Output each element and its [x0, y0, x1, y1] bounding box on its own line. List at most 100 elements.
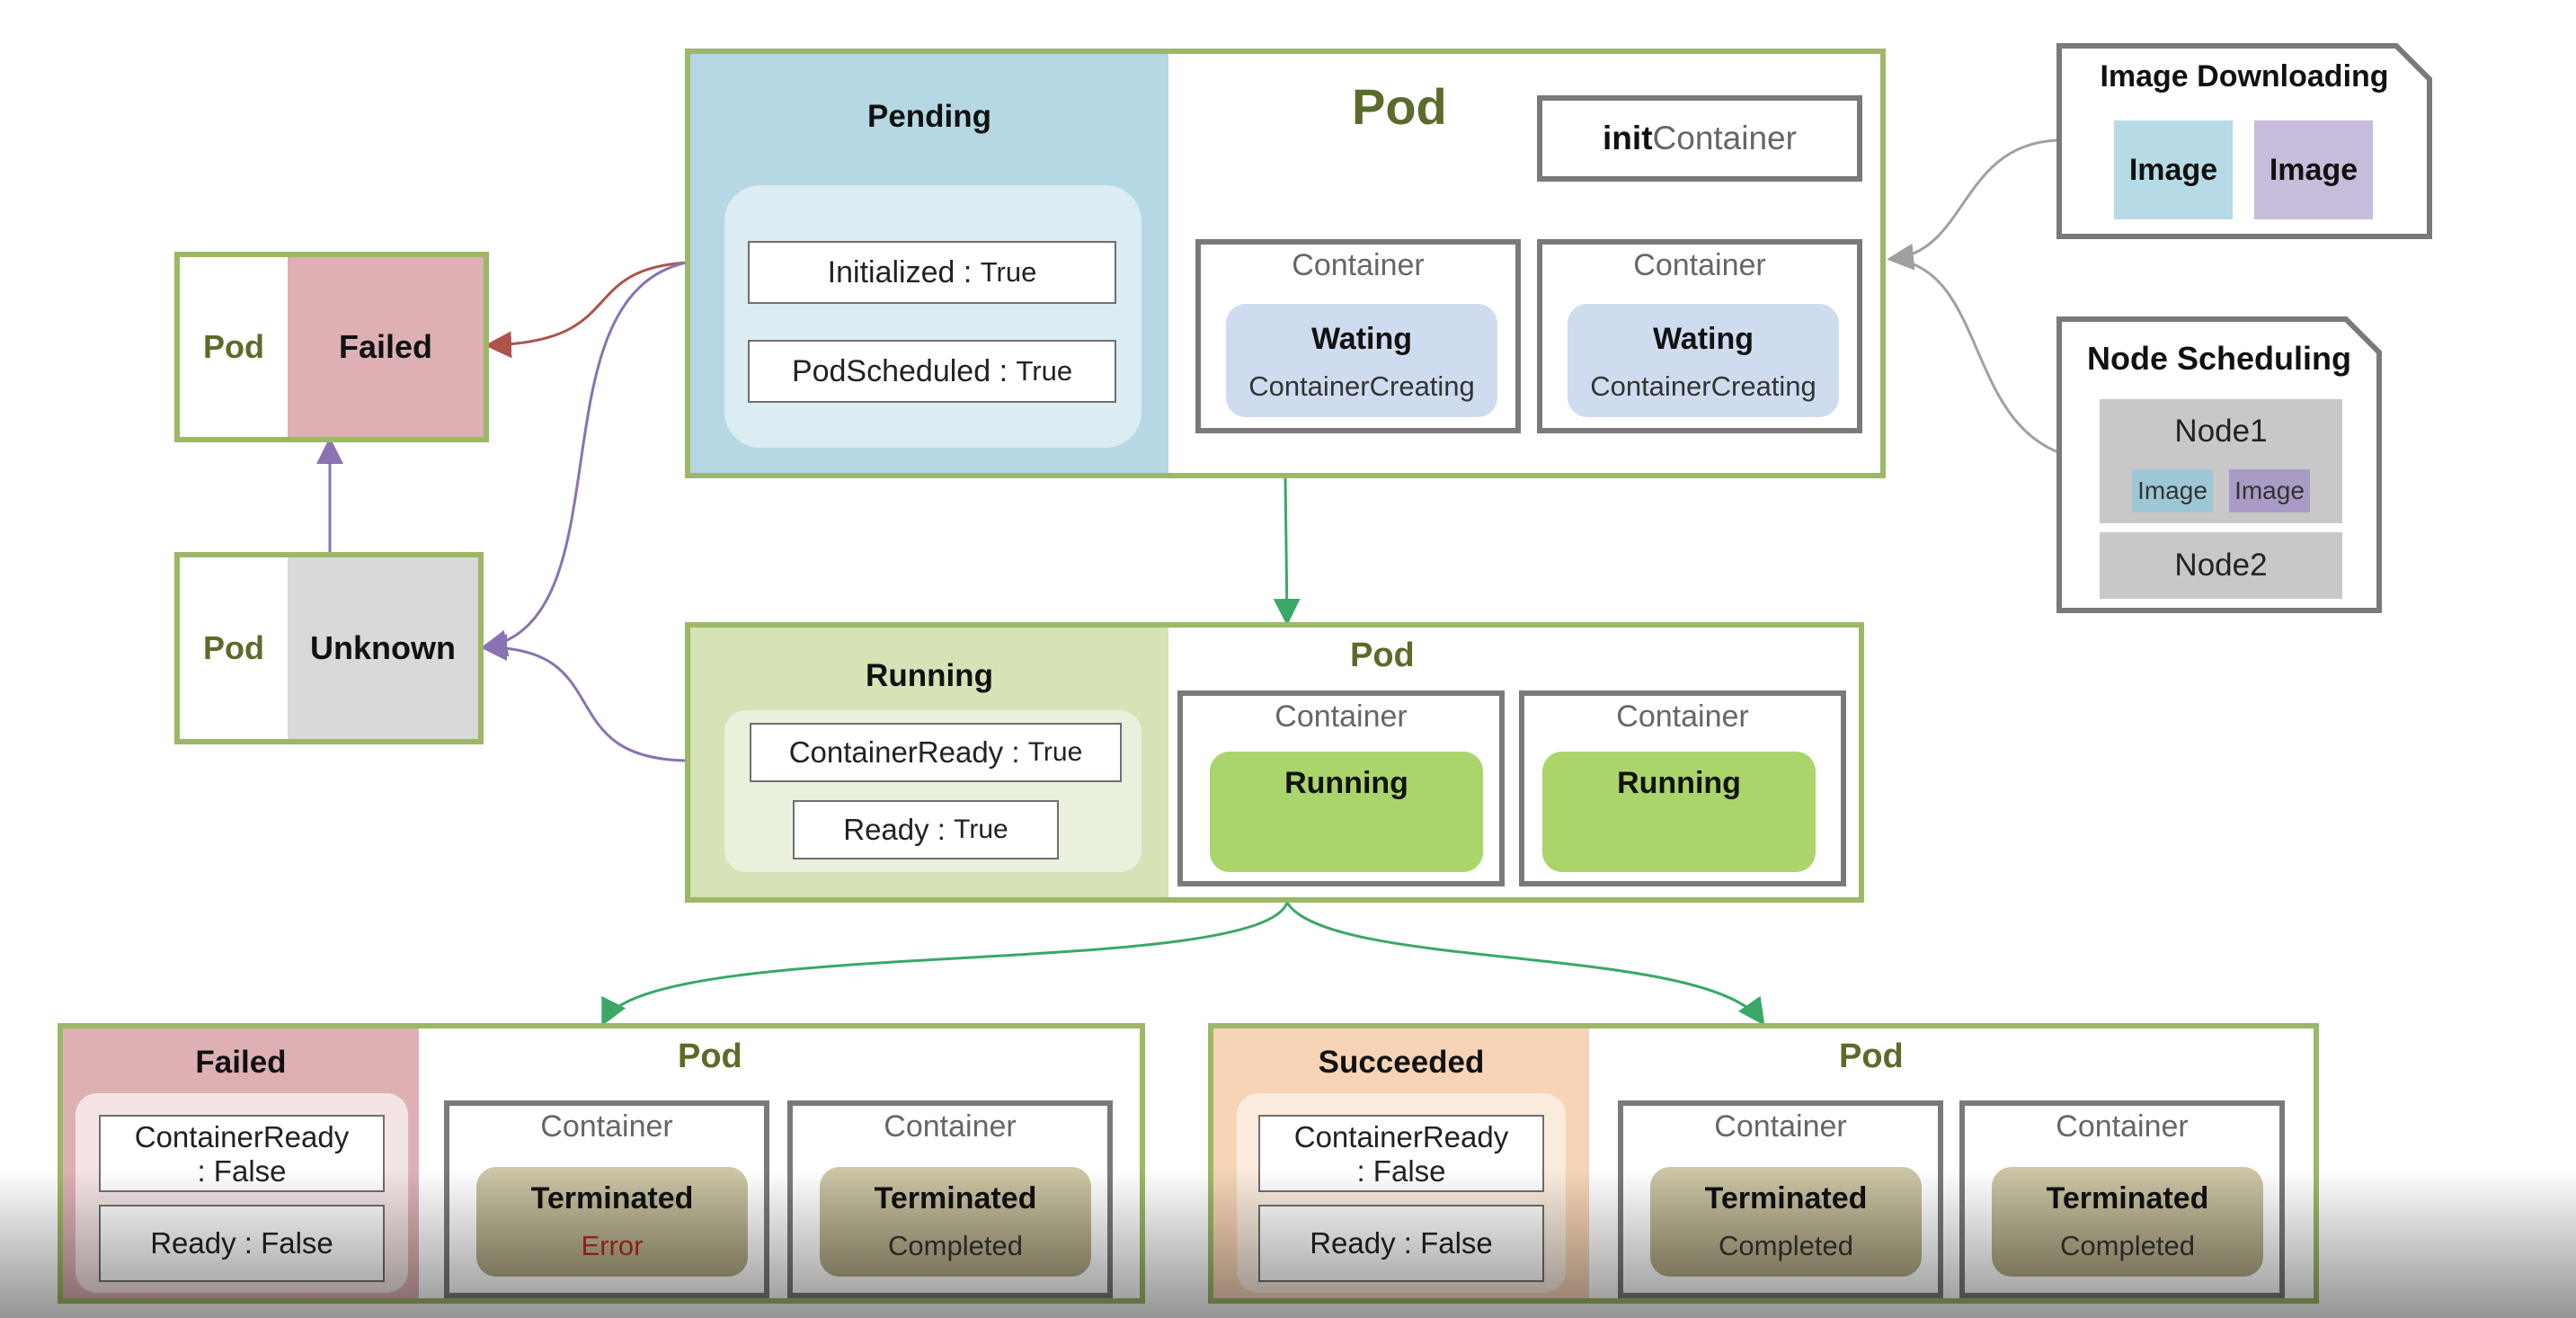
condition-ready: Ready : True	[793, 800, 1059, 859]
pending-pod-box: Pending Initialized : True PodScheduled …	[685, 49, 1886, 478]
failed-pod-bottom-box: Failed ContainerReady : False Ready : Fa…	[58, 1023, 1145, 1304]
container-state-pill: Terminated Completed	[820, 1167, 1091, 1277]
container-title: Container	[1275, 699, 1408, 734]
container-state-pill: Running	[1542, 752, 1816, 872]
container-state-pill: Wating ContainerCreating	[1226, 304, 1497, 417]
condition-name: ContainerReady	[1293, 1120, 1509, 1153]
succeeded-pod-box: Succeeded ContainerReady : False Ready :…	[1208, 1023, 2319, 1304]
node1-box: Node1 Image Image	[2100, 399, 2342, 523]
unknown-pod-label: Pod	[203, 629, 264, 666]
succeeded-container-1: Container Terminated Completed	[1618, 1100, 1943, 1298]
node1-image-2: Image	[2229, 469, 2310, 512]
condition-name: Ready	[1310, 1226, 1396, 1260]
failed-phase-label: Failed	[195, 1045, 287, 1080]
failed-container-1: Container Terminated Error	[444, 1100, 769, 1298]
unknown-status: Unknown	[288, 557, 478, 739]
condition-name: Ready	[843, 813, 929, 846]
condition-value: True	[980, 256, 1037, 288]
image-downloading-title: Image Downloading	[2100, 59, 2389, 94]
condition-value: False	[1420, 1226, 1493, 1260]
failed-top-pod-label: Pod	[203, 328, 264, 365]
node-scheduling-box: Node Scheduling Node1 Image Image Node2	[2056, 316, 2382, 613]
succeeded-pod-title: Pod	[1839, 1037, 1904, 1075]
condition-name: Ready	[150, 1226, 236, 1260]
running-to-unknown-arrow	[480, 634, 691, 762]
container-title: Container	[884, 1109, 1017, 1144]
init-container-rest: Container	[1652, 120, 1797, 156]
node-scheduling-arrow	[1891, 257, 2100, 473]
pending-container-2: Container Wating ContainerCreating	[1537, 239, 1862, 433]
container-reason: Error	[581, 1230, 644, 1261]
condition-name: ContainerReady	[788, 735, 1004, 769]
image-downloading-box: Image Downloading Image Image	[2056, 43, 2432, 239]
pending-conditions-panel	[724, 185, 1141, 448]
succeeded-phase-label: Succeeded	[1318, 1045, 1485, 1080]
condition-value: True	[1027, 737, 1083, 767]
condition-podscheduled: PodScheduled : True	[748, 340, 1116, 403]
container-state: Running	[1284, 766, 1408, 800]
container-state: Running	[1617, 766, 1741, 800]
init-container-bold: init	[1603, 120, 1653, 156]
pending-to-failed-arrow	[484, 261, 688, 359]
running-pod-title: Pod	[1350, 637, 1415, 674]
condition-containerready: ContainerReady : True	[750, 723, 1122, 782]
container-state: Terminated	[530, 1181, 694, 1216]
running-container-1: Container Running	[1177, 690, 1505, 886]
failed-top-status: Failed	[288, 257, 484, 437]
condition-value: : False	[197, 1154, 287, 1188]
container-reason: Completed	[888, 1230, 1023, 1261]
failed-container-2: Container Terminated Completed	[787, 1100, 1113, 1298]
image-label: Image	[2137, 476, 2207, 504]
image-note-1: Image	[2114, 120, 2233, 219]
running-container-2: Container Running	[1519, 690, 1846, 886]
running-pod-box: Running ContainerReady : True Ready : Tr…	[685, 622, 1864, 903]
condition-ready: Ready : False	[1258, 1205, 1544, 1282]
pending-to-running-arrow	[1273, 476, 1301, 626]
container-title: Container	[2056, 1109, 2189, 1144]
container-reason: ContainerCreating	[1248, 370, 1475, 402]
condition-ready: Ready : False	[99, 1205, 385, 1282]
container-title: Container	[1616, 699, 1749, 734]
container-state: Terminated	[2046, 1181, 2209, 1216]
container-reason: ContainerCreating	[1590, 370, 1817, 402]
container-state: Terminated	[1704, 1181, 1868, 1216]
container-state-pill: Terminated Error	[476, 1167, 748, 1277]
container-state: Terminated	[874, 1181, 1037, 1216]
condition-value: True	[1016, 355, 1073, 387]
container-title: Container	[1292, 248, 1425, 282]
failed-pod-title: Pod	[678, 1037, 742, 1075]
container-state-pill: Wating ContainerCreating	[1568, 304, 1839, 417]
pending-to-unknown-arrow	[480, 261, 688, 657]
failed-pod-top-box: Pod Failed	[174, 252, 489, 442]
condition-name: PodScheduled	[791, 353, 991, 388]
container-state: Wating	[1310, 322, 1413, 356]
succeeded-container-2: Container Terminated Completed	[1959, 1100, 2285, 1298]
pending-pod-title: Pod	[1352, 78, 1447, 135]
container-title: Container	[1633, 248, 1766, 282]
container-reason: Completed	[1719, 1230, 1853, 1261]
pending-container-1: Container Wating ContainerCreating	[1195, 239, 1521, 433]
node1-image-1: Image	[2132, 469, 2213, 512]
condition-value: False	[261, 1226, 333, 1260]
container-title: Container	[1714, 1109, 1847, 1144]
container-state-pill: Running	[1210, 752, 1483, 872]
node2-box: Node2	[2100, 532, 2342, 599]
unknown-pod-box: Pod Unknown	[174, 552, 484, 744]
condition-initialized: Initialized : True	[748, 241, 1116, 304]
container-state: Wating	[1652, 322, 1754, 356]
running-phase-label: Running	[866, 658, 993, 693]
container-state-pill: Terminated Completed	[1992, 1167, 2263, 1277]
pending-phase-label: Pending	[866, 99, 992, 134]
container-title: Container	[540, 1109, 673, 1144]
running-to-failed-arrow	[601, 902, 1289, 1027]
condition-name: Initialized	[827, 254, 955, 289]
condition-containerready: ContainerReady : False	[99, 1115, 385, 1192]
node-scheduling-title: Node Scheduling	[2086, 340, 2351, 377]
node2-label: Node2	[2174, 548, 2268, 583]
image-label: Image	[2269, 152, 2358, 187]
condition-value: : False	[1356, 1154, 1446, 1188]
image-label: Image	[2128, 152, 2218, 187]
image-download-arrow	[1887, 138, 2059, 271]
